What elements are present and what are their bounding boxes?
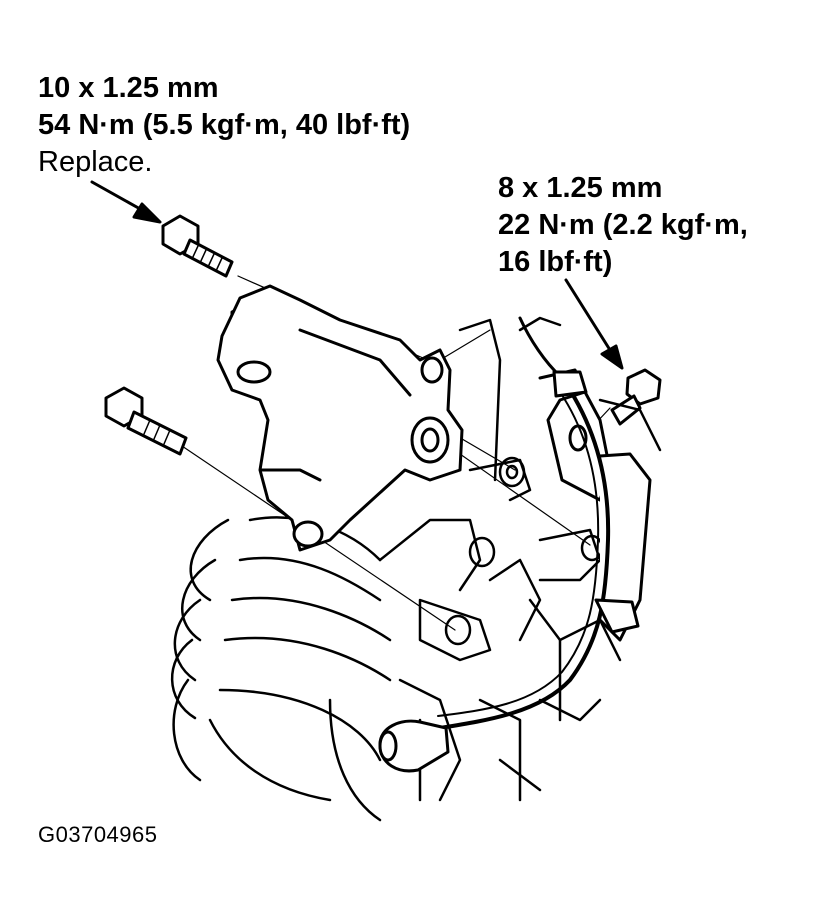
bolt-size-label-10mm: 10 x 1.25 mm bbox=[38, 72, 219, 104]
leader-arrow-10mm bbox=[90, 180, 162, 224]
bolt-8mm-right bbox=[610, 368, 662, 426]
figure-id: G03704965 bbox=[38, 822, 158, 847]
bolt-torque-label-10mm: 54 N·m (5.5 kgf·m, 40 lbf·ft) bbox=[38, 109, 411, 141]
replace-note: Replace. bbox=[38, 146, 153, 178]
bolt-size-label-8mm: 8 x 1.25 mm bbox=[498, 172, 663, 204]
bolt-torque-label-8mm-line1: 22 N·m (2.2 kgf·m, bbox=[498, 209, 748, 241]
bolt-spec-callout-10mm: 10 x 1.25 mm 54 N·m (5.5 kgf·m, 40 lbf·f… bbox=[38, 70, 410, 181]
sensor-wire bbox=[437, 316, 640, 730]
bolt-spec-callout-8mm: 8 x 1.25 mm 22 N·m (2.2 kgf·m, 16 lbf·ft… bbox=[498, 170, 748, 281]
bolt-10mm-left bbox=[104, 386, 188, 456]
intake-hose bbox=[170, 516, 392, 822]
sensor-connector bbox=[378, 719, 450, 773]
bolt-torque-label-8mm-line2: 16 lbf·ft) bbox=[498, 246, 613, 278]
leader-arrow-8mm bbox=[564, 278, 624, 370]
engine-mount-bracket bbox=[216, 284, 464, 552]
bolt-10mm-upper-left bbox=[161, 214, 234, 278]
